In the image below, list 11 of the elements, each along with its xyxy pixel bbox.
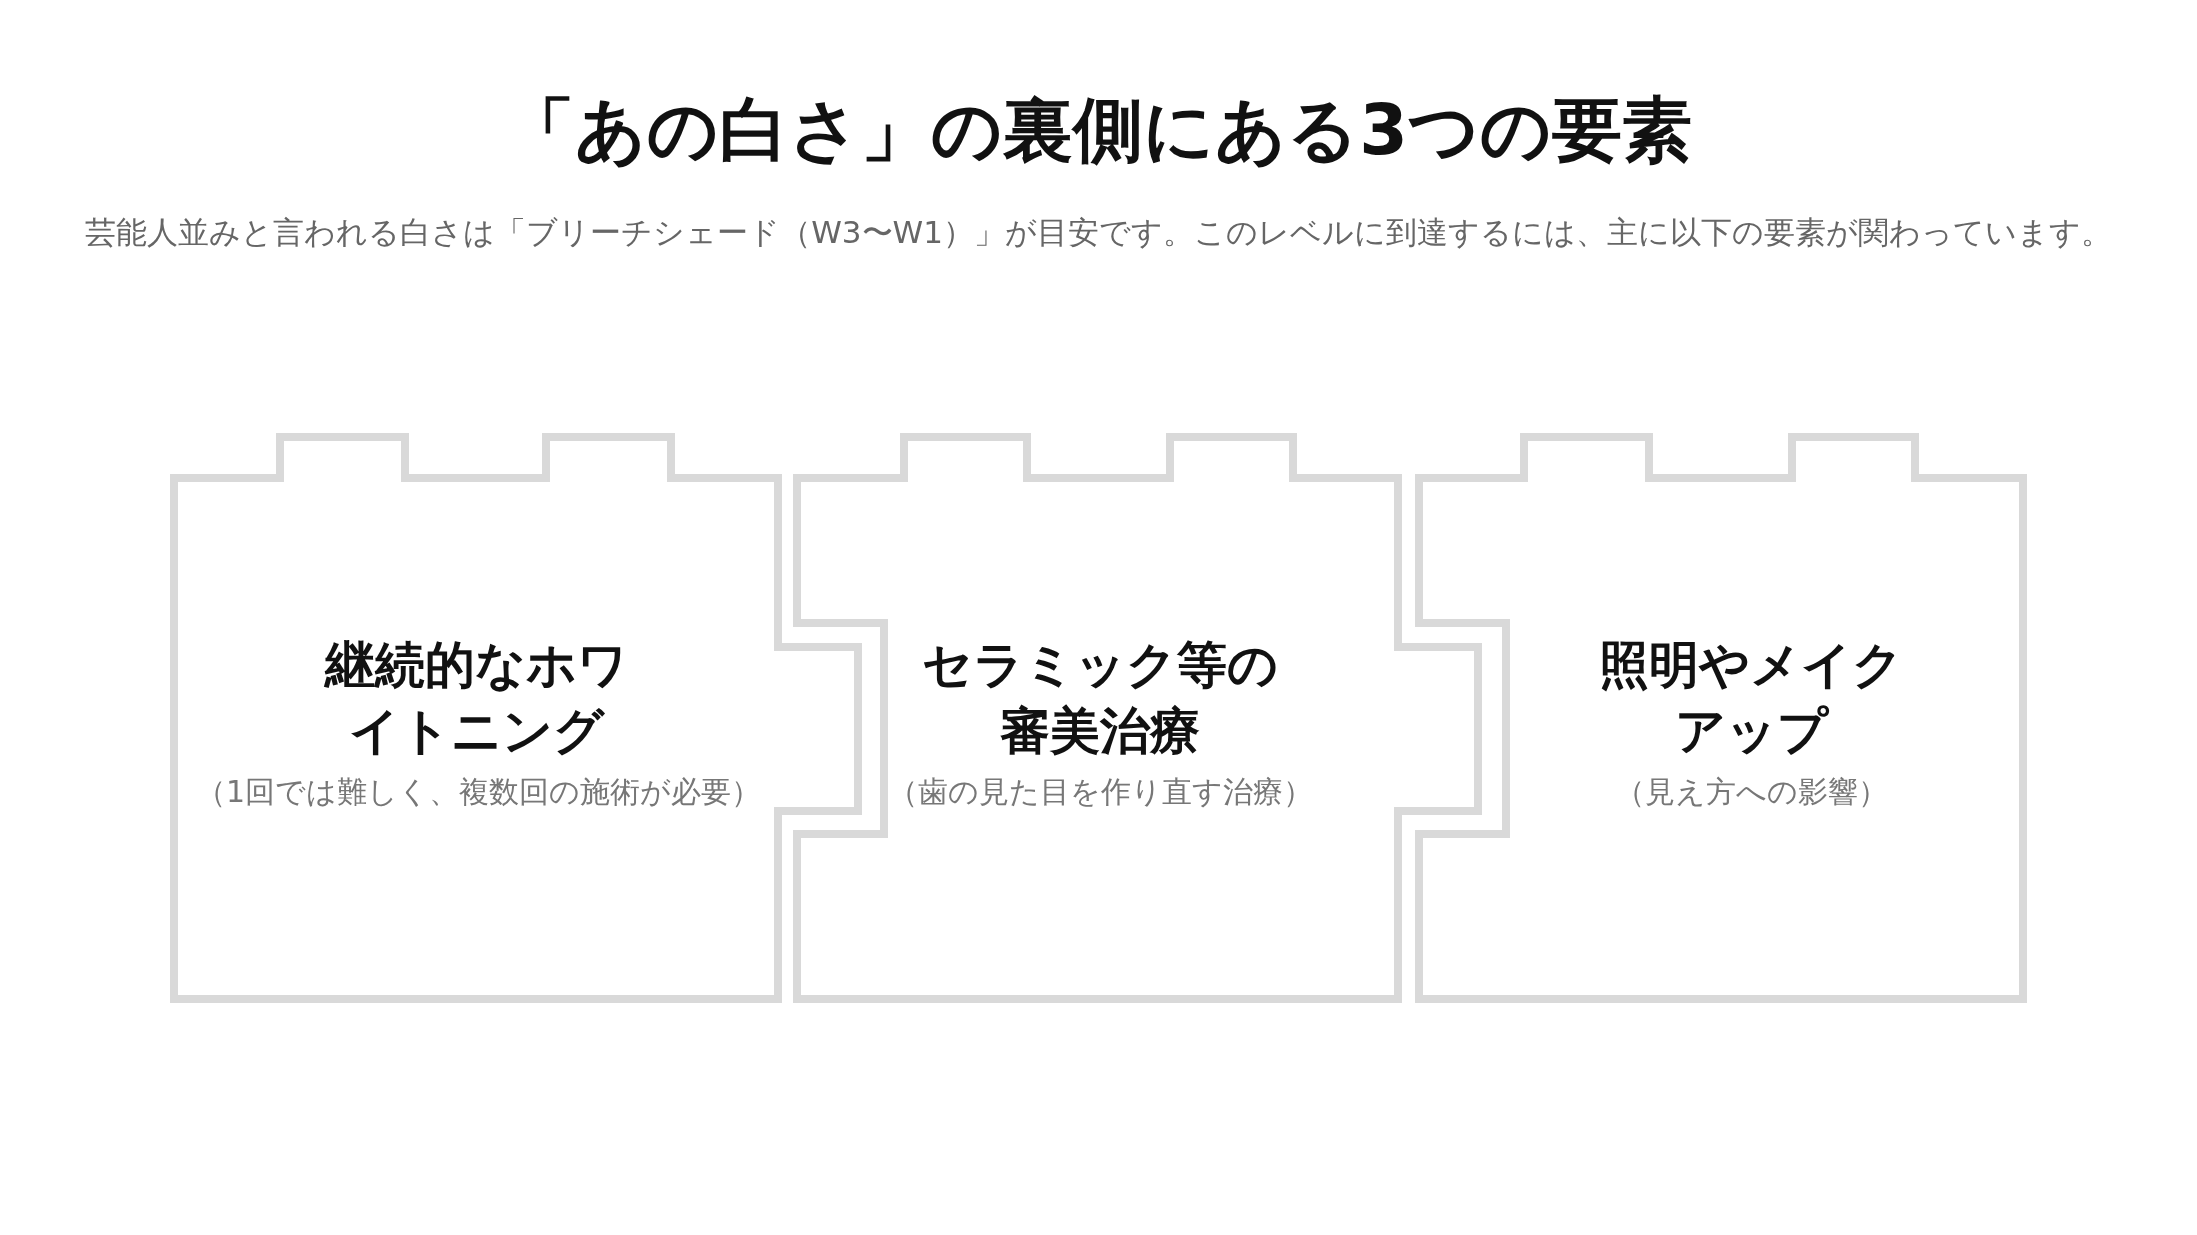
puzzle-piece [1414,432,2028,1004]
piece-heading: セラミック等の審美治療 [921,635,1279,762]
piece-note: （歯の見た目を作り直す治療） [886,773,1314,811]
piece-heading: 照明やメイクアップ [1598,635,1904,762]
piece-heading: 継続的なホワイトニング [323,635,629,762]
piece-note: （1回では難しく、複数回の施術が必要） [196,773,756,811]
puzzle-piece [792,432,1483,1004]
piece-note: （見え方への影響） [1613,773,1889,811]
puzzle-piece [169,432,863,1004]
subtitle: 芸能人並みと言われる白さは「ブリーチシェード（W3〜W1）」が目安です。このレベルに到達するには、主に以下の要素が関わっています。 [84,213,2113,252]
title: 「あの白さ」の裏側にある3つの要素 [504,88,1693,172]
